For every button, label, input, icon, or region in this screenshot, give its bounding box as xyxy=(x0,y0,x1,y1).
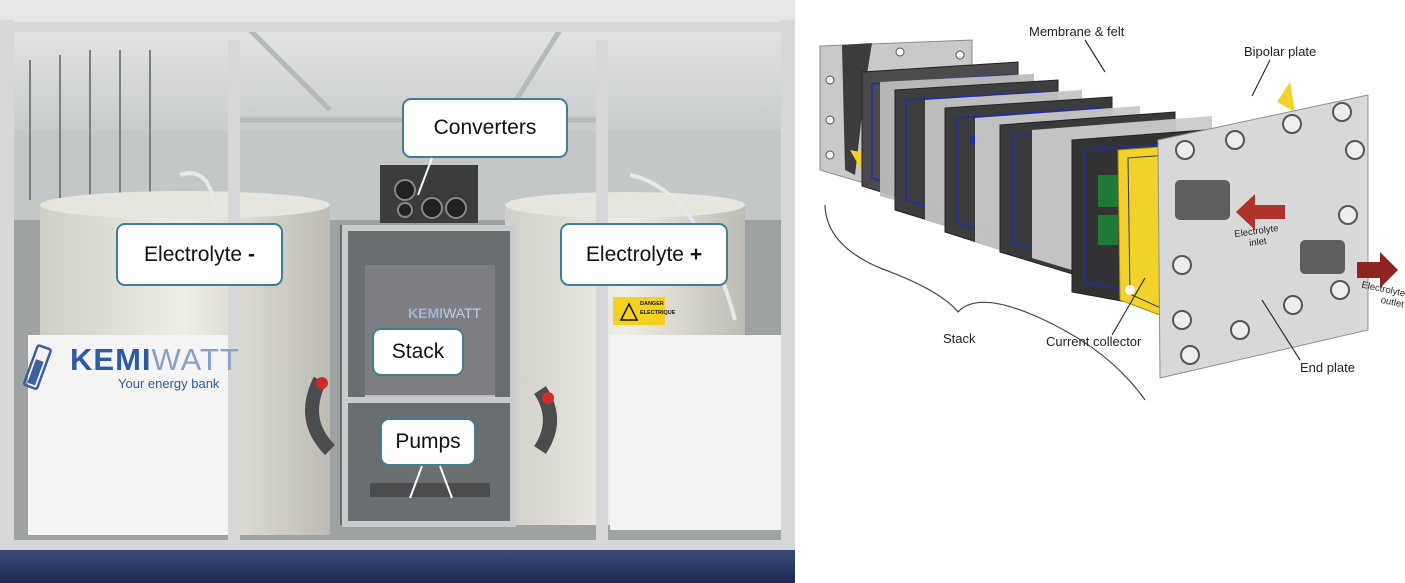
outlet-arrow xyxy=(1357,252,1398,288)
logo-tagline: Your energy bank xyxy=(118,376,220,391)
callout-electrolyte-positive-sign: + xyxy=(689,242,703,266)
leader-membrane xyxy=(1084,39,1106,73)
callout-electrolyte-positive: Electrolyte + xyxy=(560,223,728,286)
callout-stack-label: Stack xyxy=(391,340,445,363)
pump-pointers xyxy=(409,157,453,499)
stack-logo: KEMIWATT xyxy=(408,305,481,321)
label-bipolar-plate: Bipolar plate xyxy=(1244,44,1317,59)
callout-converters: Converters xyxy=(402,98,568,158)
callout-electrolyte-negative: Electrolyte - xyxy=(116,223,283,286)
leader-collector xyxy=(1111,277,1146,336)
callout-electrolyte-negative-sign: - xyxy=(247,242,255,266)
stack-logo-light: WATT xyxy=(443,305,482,321)
leader-endplate xyxy=(1261,299,1301,361)
callout-electrolyte-positive-label: Electrolyte xyxy=(585,242,684,266)
danger-line1: DANGER xyxy=(640,301,664,307)
callout-converters-label: Converters xyxy=(433,116,537,139)
danger-line2: ELECTRIQUE xyxy=(640,310,676,316)
battery-logo-icon xyxy=(22,344,52,390)
stack-logo-bold: KEMI xyxy=(408,305,443,321)
leader-bipolar xyxy=(1251,59,1271,97)
label-membrane-felt: Membrane & felt xyxy=(1029,24,1125,39)
kemiwatt-logo: KEMIWATT xyxy=(70,342,240,378)
inlet-arrow xyxy=(1236,194,1285,230)
label-end-plate: End plate xyxy=(1300,360,1355,375)
stack-exploded-diagram: Membrane & felt Bipolar plate Stack Curr… xyxy=(800,0,1405,583)
logo-brand-bold: KEMI xyxy=(70,342,152,377)
danger-sign-text: DANGER ELECTRIQUE xyxy=(640,300,675,318)
stack-bracket xyxy=(824,204,1146,401)
photo-panel: KEMIWATT Your energy bank KEMIWATT DANGE… xyxy=(0,0,795,583)
callout-electrolyte-negative-label: Electrolyte xyxy=(144,242,243,266)
logo-brand-light: WATT xyxy=(151,342,240,377)
label-current-collector: Current collector xyxy=(1046,334,1142,349)
callout-pumps-label: Pumps xyxy=(395,430,461,453)
right-end-plate xyxy=(1157,94,1369,379)
callout-pumps: Pumps xyxy=(380,418,476,466)
callout-stack: Stack xyxy=(372,328,464,376)
label-stack: Stack xyxy=(943,331,976,346)
exploded-stack-illustration xyxy=(819,39,1398,401)
